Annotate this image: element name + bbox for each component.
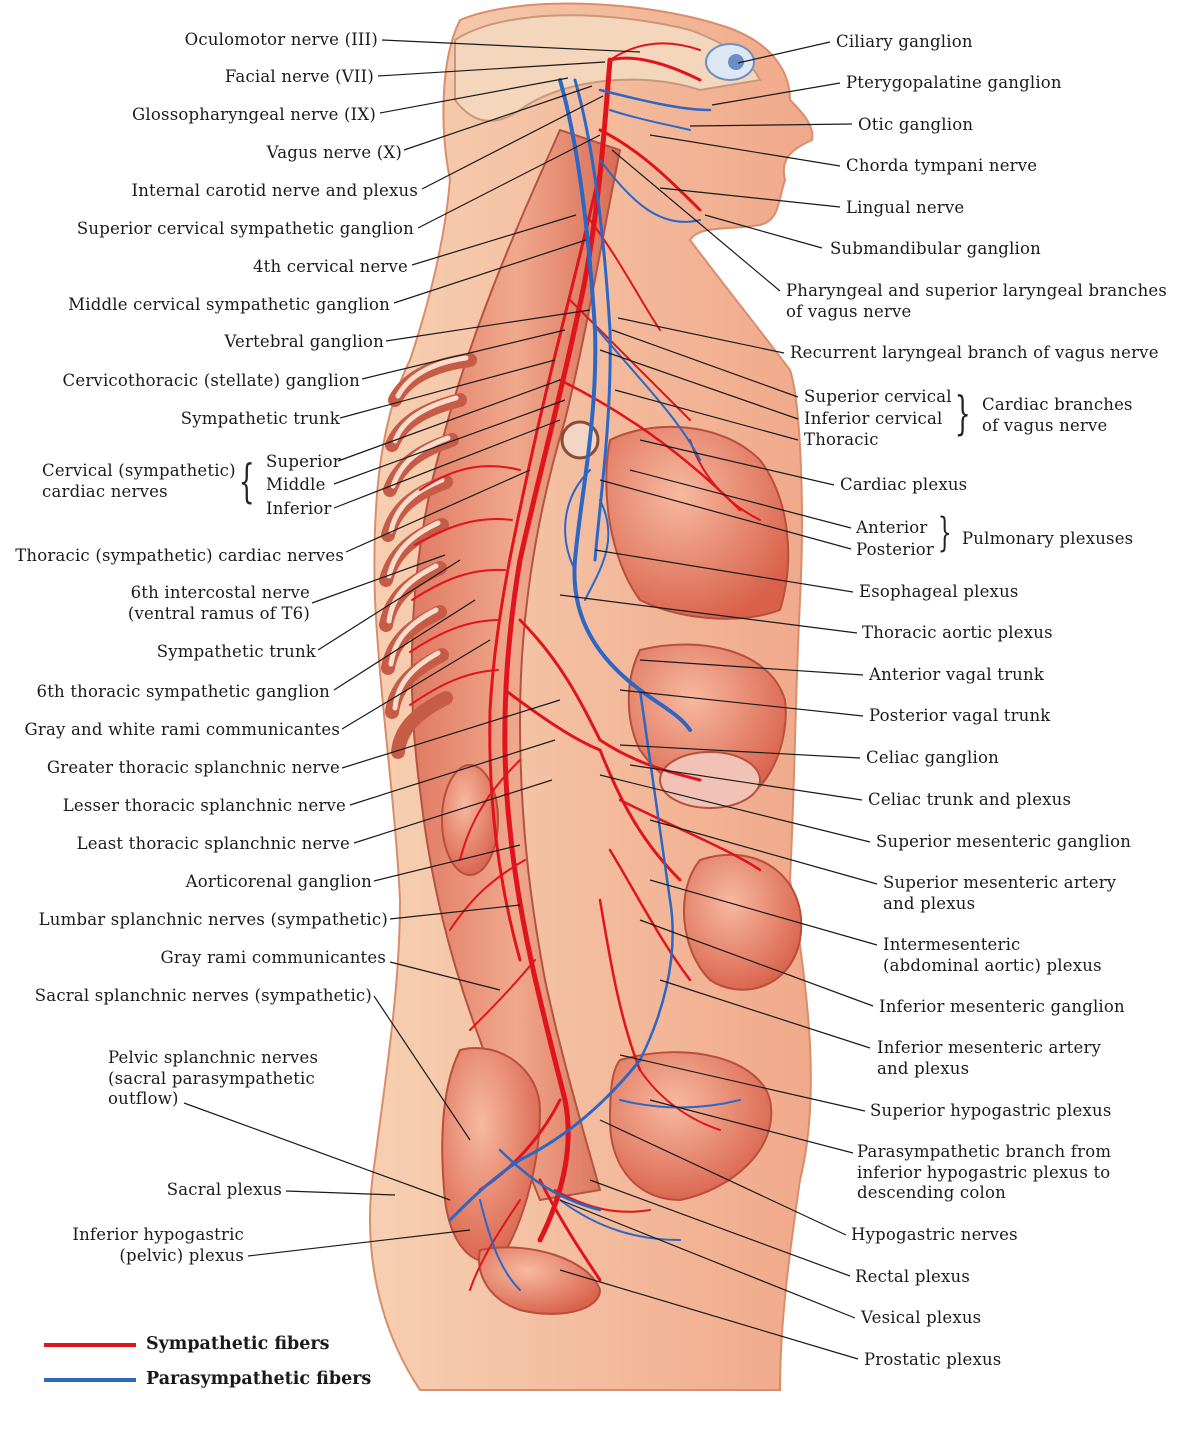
label-pulmonary-anterior: Anterior: [856, 518, 928, 537]
label-anterior-vagal-trunk: Anterior vagal trunk: [869, 665, 1045, 684]
legend-label-sympathetic: Sympathetic fibers: [146, 1334, 330, 1354]
label-prostatic-plexus: Prostatic plexus: [864, 1350, 1002, 1369]
label-cardiac-superior: Superior: [266, 452, 341, 471]
label-inferior-hypogastric-plexus: Inferior hypogastric (pelvic) plexus: [72, 1225, 244, 1265]
label-vertebral-ganglion: Vertebral ganglion: [224, 332, 384, 351]
label-gray-rami: Gray rami communicantes: [160, 948, 386, 967]
label-celiac-trunk: Celiac trunk and plexus: [868, 790, 1072, 809]
label-pharyngeal-laryngeal: Pharyngeal and superior laryngeal branch…: [786, 281, 1168, 321]
label-lingual-nerve: Lingual nerve: [846, 198, 965, 217]
label-glossopharyngeal-nerve: Glossopharyngeal nerve (IX): [132, 105, 376, 124]
label-parasympathetic-branch: Parasympathetic branch from inferior hyp…: [857, 1142, 1112, 1202]
label-inferior-mesenteric-artery: Inferior mesenteric artery and plexus: [877, 1038, 1102, 1078]
label-hypogastric-nerves: Hypogastric nerves: [851, 1225, 1018, 1244]
label-ciliary-ganglion: Ciliary ganglion: [836, 32, 973, 51]
label-esophageal-plexus: Esophageal plexus: [859, 582, 1019, 601]
label-sacral-plexus: Sacral plexus: [166, 1180, 282, 1199]
label-cardiac-inferior: Inferior: [266, 499, 332, 518]
pulmonary-brace: {: [937, 510, 952, 556]
cervical-cardiac-brace: {: [238, 454, 255, 508]
label-vesical-plexus: Vesical plexus: [861, 1308, 982, 1327]
legend-swatch-sympathetic: [44, 1343, 136, 1347]
legend-swatch-parasympathetic: [44, 1378, 136, 1382]
label-sympathetic-trunk-lower: Sympathetic trunk: [156, 642, 316, 661]
cervical-cardiac-nerves-title: Cervical (sympathetic) cardiac nerves: [42, 461, 236, 501]
label-posterior-vagal-trunk: Posterior vagal trunk: [869, 706, 1051, 725]
label-pterygopalatine-ganglion: Pterygopalatine ganglion: [846, 73, 1062, 92]
label-intermesenteric-plexus: Intermesenteric (abdominal aortic) plexu…: [883, 935, 1102, 975]
label-middle-cervical-ganglion: Middle cervical sympathetic ganglion: [68, 295, 390, 314]
label-superior-mesenteric-ganglion: Superior mesenteric ganglion: [876, 832, 1132, 851]
label-greater-splanchnic: Greater thoracic splanchnic nerve: [46, 758, 340, 777]
pulmonary-plexuses-title: Pulmonary plexuses: [962, 529, 1134, 548]
label-facial-nerve: Facial nerve (VII): [224, 67, 374, 86]
label-recurrent-laryngeal: Recurrent laryngeal branch of vagus nerv…: [790, 343, 1159, 362]
label-inferior-mesenteric-ganglion: Inferior mesenteric ganglion: [879, 997, 1125, 1016]
rib-highlights: [386, 355, 469, 711]
legend-label-parasympathetic: Parasympathetic fibers: [146, 1369, 372, 1389]
label-vagal-inferior-cervical: Inferior cervical: [804, 409, 943, 428]
leader-lines-right: [559, 41, 878, 1360]
kidney: [441, 764, 499, 876]
intestine: [683, 853, 803, 991]
label-superior-hypogastric-plexus: Superior hypogastric plexus: [870, 1101, 1112, 1120]
heart-lung: [605, 425, 790, 620]
label-superior-mesenteric-artery: Superior mesenteric artery and plexus: [883, 873, 1117, 913]
label-4th-cervical-nerve: 4th cervical nerve: [252, 257, 408, 276]
label-sympathetic-trunk-upper: Sympathetic trunk: [180, 409, 340, 428]
label-oculomotor-nerve: Oculomotor nerve (III): [184, 30, 378, 49]
label-superior-cervical-ganglion: Superior cervical sympathetic ganglion: [76, 219, 414, 238]
prostate: [478, 1246, 602, 1315]
label-vagal-superior-cervical: Superior cervical: [804, 387, 952, 406]
label-thoracic-aortic-plexus: Thoracic aortic plexus: [862, 623, 1053, 642]
label-pulmonary-posterior: Posterior: [856, 540, 935, 559]
label-vagal-thoracic: Thoracic: [804, 430, 879, 449]
label-submandibular-ganglion: Submandibular ganglion: [830, 239, 1041, 258]
label-celiac-ganglion: Celiac ganglion: [866, 748, 999, 767]
label-cardiac-middle: Middle: [266, 475, 326, 494]
label-lesser-splanchnic: Lesser thoracic splanchnic nerve: [62, 796, 346, 815]
cardiac-branches-vagus-title: Cardiac branches of vagus nerve: [982, 395, 1133, 435]
label-otic-ganglion: Otic ganglion: [858, 115, 974, 134]
label-least-splanchnic: Least thoracic splanchnic nerve: [76, 834, 350, 853]
label-stellate-ganglion: Cervicothoracic (stellate) ganglion: [62, 371, 360, 390]
label-sacral-splanchnic: Sacral splanchnic nerves (sympathetic): [34, 986, 372, 1005]
label-thoracic-cardiac-nerves: Thoracic (sympathetic) cardiac nerves: [15, 546, 344, 565]
leader-lines-left: [183, 39, 641, 1257]
parasympathetic-fibers: [448, 78, 741, 1291]
label-chorda-tympani: Chorda tympani nerve: [846, 156, 1038, 175]
label-aorticorenal-ganglion: Aorticorenal ganglion: [185, 872, 372, 891]
label-gray-white-rami: Gray and white rami communicantes: [24, 720, 340, 739]
label-rectal-plexus: Rectal plexus: [855, 1267, 971, 1286]
label-pelvic-splanchnic: Pelvic splanchnic nerves (sacral parasym…: [108, 1048, 319, 1108]
label-lumbar-splanchnic: Lumbar splanchnic nerves (sympathetic): [38, 910, 388, 929]
vagal-cardiac-brace: {: [954, 386, 971, 440]
label-6th-thoracic-ganglion: 6th thoracic sympathetic ganglion: [36, 682, 330, 701]
colon: [608, 1051, 773, 1202]
label-6th-intercostal-nerve: 6th intercostal nerve (ventral ramus of …: [127, 583, 310, 623]
label-vagus-nerve: Vagus nerve (X): [266, 143, 402, 162]
label-cardiac-plexus: Cardiac plexus: [840, 475, 968, 494]
organs: [441, 420, 803, 1315]
label-internal-carotid-nerve: Internal carotid nerve and plexus: [131, 181, 418, 200]
pancreas-spleen: [659, 751, 761, 809]
